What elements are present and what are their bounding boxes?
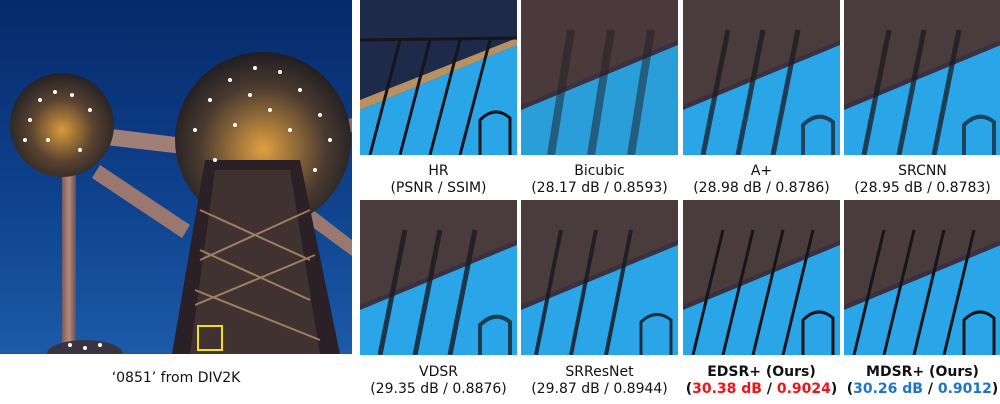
caption-hr: HR(PSNR / SSIM) [390, 163, 487, 196]
patch-bicubic [521, 0, 678, 155]
main-caption: ‘0851’ from DIV2K [111, 370, 241, 386]
caption-aplus: A+(28.98 dB / 0.8786) [693, 163, 830, 196]
patch-srcnn [844, 0, 1000, 155]
caption-vdsr: VDSR(29.35 dB / 0.8876) [370, 364, 507, 397]
caption-srresnet: SRResNet(29.87 dB / 0.8944) [531, 364, 668, 397]
patch-mdsr [844, 200, 1000, 355]
caption-srcnn: SRCNN(28.95 dB / 0.8783) [854, 163, 991, 196]
caption-bicubic: Bicubic(28.17 dB / 0.8593) [531, 163, 668, 196]
patch-aplus [683, 0, 840, 155]
patch-hr [360, 0, 517, 155]
patch-vdsr [360, 200, 517, 355]
caption-mdsr: MDSR+ (Ours) (30.26 dB / 0.9012) [846, 364, 999, 397]
patch-srresnet [521, 200, 678, 355]
patch-edsr [683, 200, 840, 355]
atomium-image [0, 0, 352, 354]
caption-edsr: EDSR+ (Ours) (30.38 dB / 0.9024) [685, 364, 838, 397]
